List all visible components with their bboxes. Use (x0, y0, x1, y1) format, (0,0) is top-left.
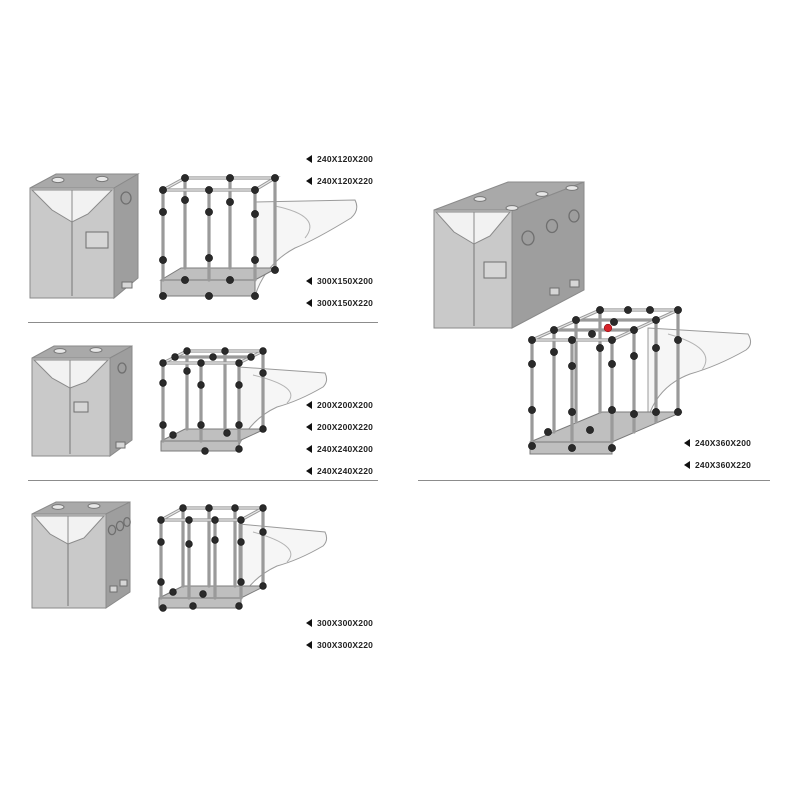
size-label-300x300x220: 300X300X220 (306, 640, 373, 650)
size-label-240x240x200: 240X240X200 (306, 444, 373, 454)
size-label-240x360x200: 240X360X200 (684, 438, 751, 448)
tent-illustration-1 (28, 170, 148, 305)
frame-diagram-4 (518, 300, 758, 460)
size-label-240x120x220: 240X120X220 (306, 176, 373, 186)
left-arrow-icon (306, 401, 312, 409)
size-label-240x240x220: 240X240X220 (306, 466, 373, 476)
size-label-300x150x220: 300X150X220 (306, 298, 373, 308)
left-arrow-icon (306, 299, 312, 307)
section-divider (418, 480, 770, 481)
left-arrow-icon (306, 641, 312, 649)
left-arrow-icon (306, 467, 312, 475)
size-label-240x120x200: 240X120X200 (306, 154, 373, 164)
left-arrow-icon (306, 177, 312, 185)
size-label-240x360x220: 240X360X220 (684, 460, 751, 470)
size-label-200x200x220: 200X200X220 (306, 422, 373, 432)
left-arrow-icon (306, 423, 312, 431)
size-label-300x150x200: 300X150X200 (306, 276, 373, 286)
section-divider (28, 322, 378, 323)
tent-illustration-2 (30, 342, 140, 460)
tent-illustration-3 (30, 500, 140, 610)
left-arrow-icon (306, 155, 312, 163)
section-divider (28, 480, 378, 481)
left-arrow-icon (306, 445, 312, 453)
frame-diagram-1 (155, 170, 370, 310)
left-arrow-icon (306, 619, 312, 627)
frame-diagram-3 (153, 502, 333, 617)
left-arrow-icon (684, 439, 690, 447)
left-arrow-icon (306, 277, 312, 285)
frame-diagram-2 (153, 345, 333, 465)
size-label-200x200x200: 200X200X200 (306, 400, 373, 410)
left-arrow-icon (684, 461, 690, 469)
size-label-300x300x200: 300X300X200 (306, 618, 373, 628)
tent-illustration-4 (432, 178, 592, 330)
